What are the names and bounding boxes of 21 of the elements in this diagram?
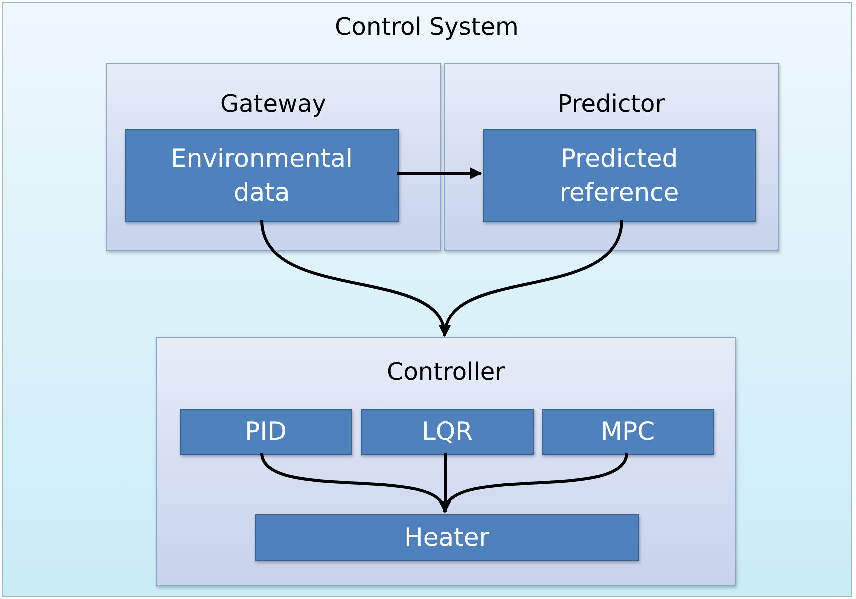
group-heading: Predictor	[556, 90, 666, 118]
box-label: PID	[244, 416, 288, 448]
group-panel	[106, 63, 441, 251]
arrow	[441, 220, 624, 338]
group-panel	[156, 337, 736, 586]
group-panel	[444, 63, 779, 251]
group-heading: Controller	[386, 358, 506, 386]
box-label: MPC	[600, 416, 656, 448]
box-label: Environmental data	[170, 142, 354, 208]
process-box	[125, 129, 399, 222]
box-label: Heater	[404, 522, 490, 554]
process-box	[180, 409, 352, 455]
process-box	[483, 129, 756, 222]
process-box	[255, 514, 639, 561]
process-box	[542, 409, 714, 455]
process-box	[361, 409, 534, 455]
box-label: Predicted reference	[558, 142, 680, 208]
group-heading: Gateway	[219, 90, 328, 118]
box-label: LQR	[421, 416, 474, 448]
arrow	[397, 168, 482, 180]
group-heading: Control System	[334, 13, 520, 41]
